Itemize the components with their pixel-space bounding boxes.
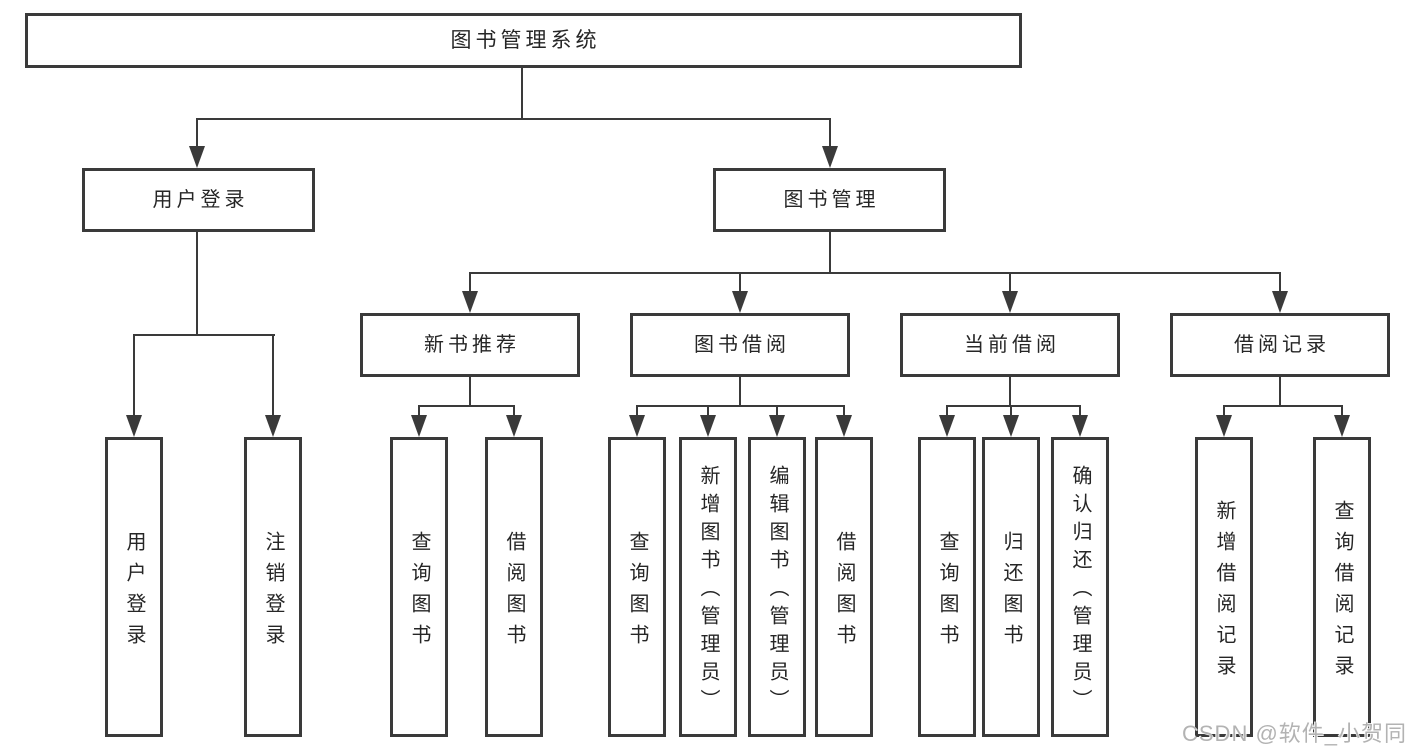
node-query-books-recommend: 查询图书 (390, 437, 448, 737)
connector-group-hline (1223, 405, 1343, 407)
node-library-management-system: 图书管理系统 (25, 13, 1022, 68)
node-add-borrow-record: 新增借阅记录 (1195, 437, 1253, 737)
connector-root-hline (197, 118, 831, 120)
arrowhead-icon (189, 146, 205, 168)
connector-bookmgmt-shaft (829, 118, 831, 152)
connector-leaf-shaft (1223, 405, 1225, 421)
node-user-login: 用户登录 (82, 168, 315, 232)
connector-leaf-shaft (1341, 405, 1343, 421)
connector-l3-stub (1009, 377, 1011, 407)
connector-bookmgmt-stub (829, 232, 831, 274)
connector-leaf-shaft (513, 405, 515, 421)
csdn-watermark: CSDN @软件_小贺同学 (1182, 721, 1405, 746)
connector-group-hline (946, 405, 1081, 407)
connector-root-stub (521, 68, 523, 120)
arrowhead-icon (1272, 291, 1288, 313)
arrowhead-icon (700, 415, 716, 437)
arrowhead-icon (732, 291, 748, 313)
connector-leaf-shaft (133, 334, 135, 419)
node-return-books: 归还图书 (982, 437, 1040, 737)
connector-l3-stub (469, 377, 471, 407)
arrowhead-icon (939, 415, 955, 437)
arrowhead-icon (265, 415, 281, 437)
connector-leaf-shaft (1010, 405, 1012, 421)
arrowhead-icon (1002, 291, 1018, 313)
arrowhead-icon (1003, 415, 1019, 437)
node-confirm-return-admin: 确认归还（管理员） (1051, 437, 1109, 737)
connector-leaf-shaft (1079, 405, 1081, 421)
connector-userlogin-hline (133, 334, 275, 336)
connector-group-hline (636, 405, 845, 407)
arrowhead-icon (506, 415, 522, 437)
connector-bookmgmt-hline (469, 272, 1281, 274)
connector-leaf-shaft (707, 405, 709, 421)
arrowhead-icon (126, 415, 142, 437)
node-query-books-borrowing: 查询图书 (608, 437, 666, 737)
node-borrowing-records: 借阅记录 (1170, 313, 1390, 377)
connector-level3-shaft (1009, 272, 1011, 296)
connector-group-hline (418, 405, 515, 407)
arrowhead-icon (1216, 415, 1232, 437)
node-borrow-books-borrowing: 借阅图书 (815, 437, 873, 737)
connector-l3-stub (1279, 377, 1281, 407)
node-book-borrowing: 图书借阅 (630, 313, 850, 377)
arrowhead-icon (769, 415, 785, 437)
connector-leaf-shaft (946, 405, 948, 421)
arrowhead-icon (836, 415, 852, 437)
connector-level3-shaft (469, 272, 471, 296)
arrowhead-icon (1334, 415, 1350, 437)
connector-leaf-shaft (776, 405, 778, 421)
node-logout-leaf: 注销登录 (244, 437, 302, 737)
node-add-book-admin: 新增图书（管理员） (679, 437, 737, 737)
node-new-book-recommendation: 新书推荐 (360, 313, 580, 377)
connector-leaf-shaft (272, 334, 274, 419)
node-user-login-leaf: 用户登录 (105, 437, 163, 737)
connector-level3-shaft (1279, 272, 1281, 296)
connector-leaf-shaft (418, 405, 420, 421)
node-borrow-books-recommend: 借阅图书 (485, 437, 543, 737)
node-book-management: 图书管理 (713, 168, 946, 232)
arrowhead-icon (822, 146, 838, 168)
node-query-books-current: 查询图书 (918, 437, 976, 737)
node-edit-book-admin: 编辑图书（管理员） (748, 437, 806, 737)
connector-userlogin-stub (196, 232, 198, 336)
arrowhead-icon (411, 415, 427, 437)
arrowhead-icon (629, 415, 645, 437)
node-query-borrow-record: 查询借阅记录 (1313, 437, 1371, 737)
connector-l3-stub (739, 377, 741, 407)
arrowhead-icon (462, 291, 478, 313)
arrowhead-icon (1072, 415, 1088, 437)
connector-level3-shaft (739, 272, 741, 296)
connector-userlogin-shaft (196, 118, 198, 152)
node-current-borrowing: 当前借阅 (900, 313, 1120, 377)
connector-leaf-shaft (636, 405, 638, 421)
connector-leaf-shaft (843, 405, 845, 421)
